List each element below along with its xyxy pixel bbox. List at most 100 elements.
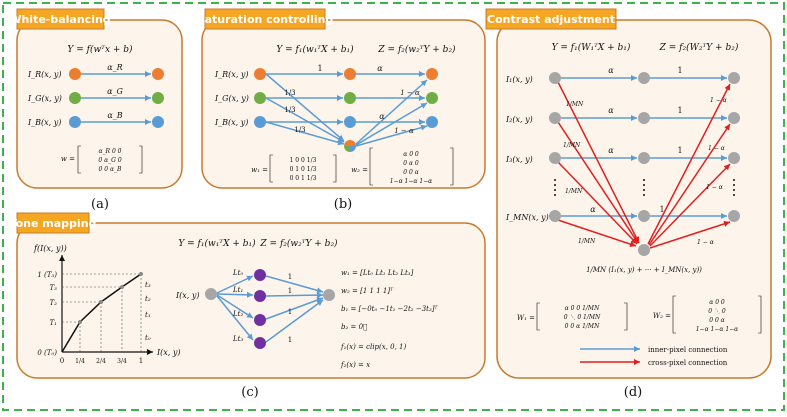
- plot-x-label: I(x, y): [156, 348, 181, 357]
- tone-node-hidden: [254, 314, 266, 326]
- sat-out-label: α: [379, 112, 385, 121]
- ca-node-in: [549, 152, 561, 164]
- panel-saturation-controlling: Saturation controlling Y = f₁(w₁ᵀX + b₁)…: [197, 8, 486, 212]
- ca-node-in: [549, 72, 561, 84]
- panel-b-title-box: [204, 8, 326, 30]
- ca-node-in: [549, 210, 561, 222]
- tone-node-hidden: [254, 337, 266, 349]
- node-out-b: [152, 116, 164, 128]
- ca-cross-label: 1/MN: [578, 238, 596, 245]
- ca-w2-bracket-left: [672, 295, 676, 334]
- ca-out-label: 1 − α: [708, 145, 725, 152]
- right-tick-label: t₁: [145, 311, 151, 319]
- curve-point: [139, 272, 143, 276]
- wb-matrix-row: 0 0 α_B: [99, 166, 123, 173]
- tone-hidden-label: Lt₁: [232, 286, 243, 294]
- tone-node-hidden: [254, 290, 266, 302]
- sat-edge: [265, 97, 345, 143]
- right-tick-label: t₂: [145, 295, 151, 303]
- sat-out-label: 1 − α: [394, 127, 414, 135]
- sat-edge-label: 1/3: [284, 106, 295, 114]
- ca-red-edge: [557, 161, 638, 245]
- ca-node-hidden: [638, 112, 650, 124]
- curve-point: [78, 320, 82, 324]
- sat-node-hid-g: [344, 92, 356, 104]
- sat-node-gray-mix: [344, 140, 356, 152]
- sat-edge: [355, 79, 428, 145]
- sat-w1-bracket-left: [269, 154, 273, 183]
- sat-w2-row: 0 α 0: [403, 160, 419, 167]
- ca-input-label: I₂(x, y): [505, 115, 533, 124]
- curve-point: [99, 300, 103, 304]
- ca-w1-name: W₁ =: [517, 314, 535, 322]
- sat-w1-row: 0 0 1 1/3: [290, 175, 317, 182]
- ca-legend: inner-pixel connection cross-pixel conne…: [580, 346, 728, 367]
- tone-edge: [265, 297, 324, 320]
- sat-node-hid-r: [344, 68, 356, 80]
- wb-matrix-row: α_R 0 0: [98, 148, 121, 155]
- panel-contrast-adjustment: Contrast adjustment Y = f₁(W₁ᵀX + b₁) Z …: [485, 8, 772, 400]
- panel-c-box: [16, 222, 486, 379]
- input-label-b: I_B(x, y): [27, 118, 61, 127]
- sat-node-in-b: [254, 116, 266, 128]
- tone-edge: [265, 299, 324, 343]
- panel-b-box: [201, 19, 486, 189]
- input-label-g: I_G(x, y): [27, 94, 62, 103]
- tone-equation: b₂ = 0⃗: [341, 323, 367, 331]
- panel-b-title: Saturation controlling: [197, 13, 334, 26]
- ca-red-edge: [557, 121, 639, 244]
- outer-border: [2, 2, 785, 411]
- ca-red-edge: [647, 83, 731, 245]
- ca-alpha-label: α: [608, 146, 614, 155]
- ca-out-label: 1 − α: [697, 239, 714, 246]
- panel-c-title: Tone mapping: [10, 217, 97, 230]
- node-in-g: [69, 92, 81, 104]
- tone-node-in: [205, 288, 217, 300]
- ca-node-out: [728, 72, 740, 84]
- panel-d-title-box: [485, 8, 617, 30]
- ca-input-label: I₁(x, y): [505, 75, 533, 84]
- tone-equation: w₁ = [Lt₀ Lt₁ Lt₂ Lt₃]: [341, 269, 414, 277]
- caption-b: (b): [334, 197, 352, 212]
- x-tick-label: 2/4: [96, 358, 106, 365]
- right-tick-label: t₃: [145, 281, 151, 289]
- sat-edge-label: 1: [317, 64, 322, 73]
- ca-w2-row: α 0 0: [709, 299, 725, 306]
- sat-out-label: 1 − α: [400, 89, 420, 97]
- tone-equation: f₂(x) = x: [340, 361, 370, 369]
- y-tick-label: 0 (T₀): [37, 349, 57, 357]
- plot-y-label: f(I(x, y)): [33, 244, 67, 253]
- ca-w1-bracket-left: [536, 302, 540, 331]
- tone-hidden-label: Lt₀: [232, 269, 243, 277]
- ca-mean-expression: 1/MN (I₁(x, y) + ··· + I_MN(x, y)): [586, 266, 702, 274]
- ca-red-edge: [649, 221, 731, 249]
- node-in-b: [69, 116, 81, 128]
- panel-c-eq1: Y = f₁(w₁ᵀX + b₁): [178, 238, 256, 249]
- ca-w2-row: 0 0 α: [709, 317, 725, 324]
- sat-w1-row: 0 1 0 1/3: [290, 166, 317, 173]
- caption-d: (d): [624, 385, 642, 400]
- sat-node-out-r: [426, 68, 438, 80]
- ca-one-label: 1: [677, 66, 682, 75]
- ca-w1-bracket-right: [624, 302, 628, 331]
- ca-cross-label: 1/MN: [563, 142, 581, 149]
- node-in-r: [69, 68, 81, 80]
- tone-edge: [216, 294, 254, 319]
- ca-w2-row: 0 ⋱ 0: [708, 308, 726, 315]
- ca-red-edge: [649, 163, 731, 247]
- ca-red-edge: [648, 123, 731, 246]
- ca-alpha-label: α: [608, 106, 614, 115]
- y-tick-label: 1 (T₃): [37, 271, 57, 279]
- tone-out-weight: 1: [288, 308, 292, 316]
- node-out-g: [152, 92, 164, 104]
- panel-white-balancing: White-balancing Y = f(wᵀx + b) I_R(x, y)…: [9, 8, 183, 212]
- ca-node-in: [549, 112, 561, 124]
- tone-edge: [216, 275, 254, 294]
- panel-c-eq2: Z = f₂(w₂ᵀY + b₂): [259, 238, 338, 249]
- sat-node-hid-b: [344, 116, 356, 128]
- ca-node-out: [728, 112, 740, 124]
- sat-w2-row: α 0 0: [403, 151, 419, 158]
- ca-red-edge: [557, 219, 637, 247]
